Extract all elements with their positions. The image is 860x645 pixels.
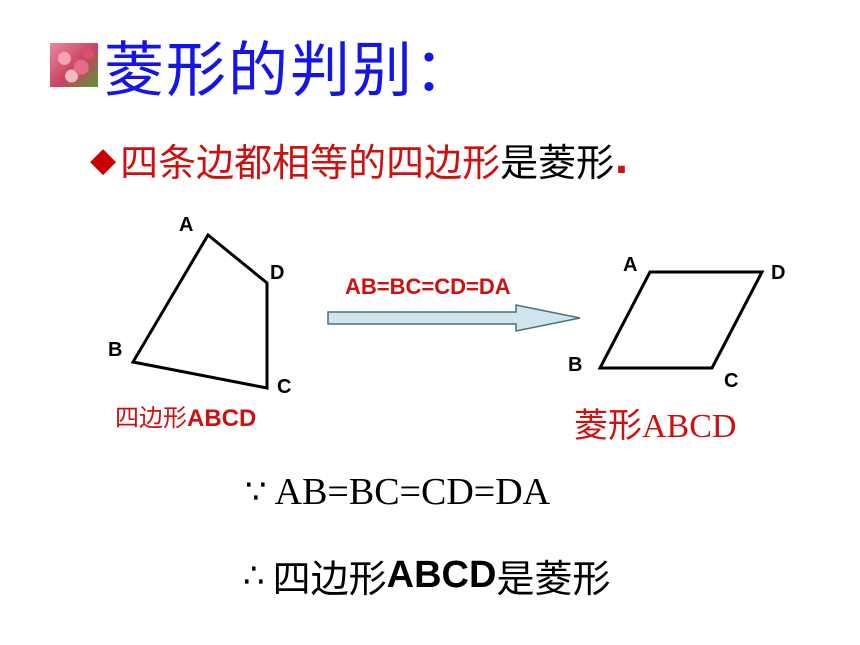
right-caption: 菱形ABCD	[574, 408, 737, 445]
arrow-shape	[327, 304, 581, 332]
right-vertex-b: B	[568, 354, 583, 376]
therefore-prefix: 四边形	[272, 559, 387, 601]
decorative-flower-image	[50, 43, 98, 87]
left-vertex-d: D	[270, 262, 285, 284]
rule-statement: ◆ 四条边都相等的四边形 是菱形 .	[90, 132, 629, 187]
left-vertex-c: C	[277, 376, 292, 398]
arrow-label: AB=BC=CD=DA	[345, 274, 511, 299]
diamond-bullet-icon: ◆	[90, 139, 117, 180]
right-vertex-c: C	[724, 370, 739, 392]
therefore-symbol-icon: ∴	[243, 555, 265, 596]
rule-condition: 四条边都相等的四边形	[120, 141, 501, 185]
right-vertex-a: A	[623, 254, 638, 276]
therefore-name: ABCD	[386, 554, 497, 596]
quadrilateral-shape	[130, 232, 269, 390]
because-text: AB=BC=CD=DA	[274, 471, 551, 513]
because-symbol-icon: ∵	[245, 472, 267, 512]
left-caption-name: ABCD	[187, 405, 257, 432]
right-vertex-d: D	[771, 262, 786, 284]
title-row: 菱形的判别：	[50, 20, 476, 110]
left-caption-prefix: 四边形	[115, 405, 187, 432]
left-vertex-a: A	[179, 214, 194, 236]
left-vertex-b: B	[108, 339, 123, 361]
therefore-suffix: 是菱形	[496, 559, 611, 601]
left-caption: 四边形ABCD	[115, 398, 256, 433]
rule-conclusion: 是菱形	[500, 141, 615, 185]
rule-period: .	[614, 137, 629, 182]
rhombus-shape	[597, 270, 765, 370]
because-line: ∵ AB=BC=CD=DA	[245, 470, 550, 514]
page-title: 菱形的判别：	[104, 35, 476, 106]
